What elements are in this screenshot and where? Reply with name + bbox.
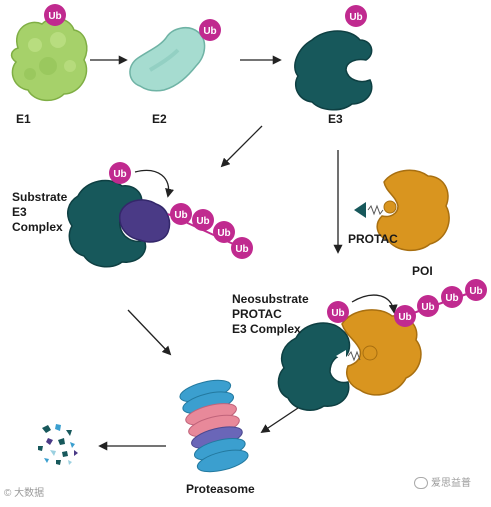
label-e1: E1 — [16, 112, 31, 126]
label-neo-line2: PROTAC — [232, 307, 282, 321]
arrow-neosubstrate-proteasome — [260, 407, 299, 434]
ub-label: Ub — [174, 210, 187, 221]
label-proteasome: Proteasome — [186, 482, 255, 496]
watermark-left: © 大数据 — [4, 488, 45, 499]
ub-label: Ub — [421, 302, 434, 313]
ub-label: Ub — [445, 293, 458, 304]
ub-chain-neosubstrate: Ub Ub Ub Ub — [394, 279, 487, 327]
e1-enzyme — [10, 17, 88, 102]
watermark-right: 爱思益普 — [414, 474, 471, 490]
wechat-icon — [414, 477, 428, 490]
ub-e2: Ub — [199, 19, 221, 41]
label-neo-line1: Neosubstrate — [232, 292, 309, 306]
label-neosubstrate-complex: Neosubstrate PROTAC E3 Complex — [232, 292, 309, 337]
ub-neosubstrate-enzyme: Ub — [327, 301, 349, 323]
ub-chain-substrate: Ub Ub Ub Ub — [167, 203, 253, 259]
ub-label: Ub — [196, 216, 209, 227]
watermark-right-text: 爱思益普 — [431, 478, 471, 489]
proteasome — [179, 379, 249, 473]
ub-label: Ub — [48, 11, 61, 22]
label-e3: E3 — [328, 112, 343, 126]
e3-enzyme — [294, 30, 373, 111]
substrate-e3-complex — [66, 179, 171, 268]
degraded-fragments — [38, 424, 78, 465]
label-poi: POI — [412, 264, 433, 278]
label-substrate-line2: E3 — [12, 205, 27, 219]
ub-label: Ub — [349, 12, 362, 23]
ub-label: Ub — [113, 169, 126, 180]
ub-substrate-enzyme: Ub — [109, 162, 131, 184]
ub-label: Ub — [235, 244, 248, 255]
label-neo-line3: E3 Complex — [232, 322, 301, 336]
ub-e1: Ub — [44, 4, 66, 26]
label-e2: E2 — [152, 112, 167, 126]
ub-label: Ub — [331, 308, 344, 319]
e2-enzyme — [129, 26, 206, 92]
ub-label: Ub — [469, 286, 482, 297]
ub-label: Ub — [203, 26, 216, 37]
protac-molecule — [354, 200, 397, 218]
arrow-ub-transfer-neosubstrate — [351, 294, 398, 314]
arrow-e3-substrate — [220, 125, 263, 168]
ub-label: Ub — [217, 228, 230, 239]
label-substrate-e3-complex: Substrate E3 Complex — [12, 190, 67, 235]
ub-e3: Ub — [345, 5, 367, 27]
label-substrate-line1: Substrate — [12, 190, 68, 204]
substrate-protein — [119, 199, 171, 243]
poi-protein — [376, 169, 450, 252]
ub-label: Ub — [398, 312, 411, 323]
arrow-ub-transfer-substrate — [134, 169, 175, 198]
label-substrate-line3: Complex — [12, 220, 63, 234]
neosubstrate-complex — [277, 309, 422, 411]
label-protac: PROTAC — [348, 232, 398, 246]
arrow-substrate-proteasome — [127, 309, 172, 356]
